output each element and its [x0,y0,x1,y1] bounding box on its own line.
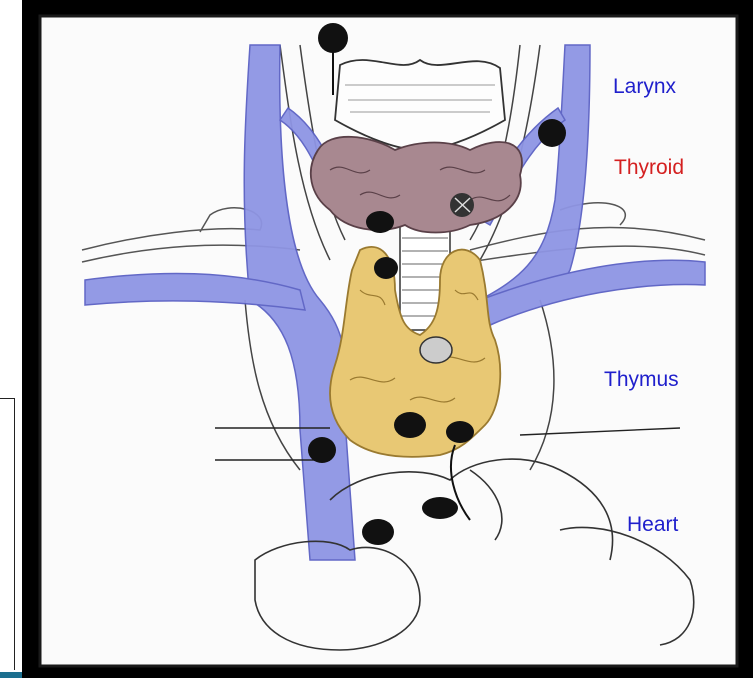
thymus-label: Thymus [604,368,679,392]
heart-label: Heart [627,513,678,537]
thyroid-gland [311,137,522,233]
larynx-label: Larynx [613,75,676,99]
thyroid-label: Thyroid [614,156,684,180]
